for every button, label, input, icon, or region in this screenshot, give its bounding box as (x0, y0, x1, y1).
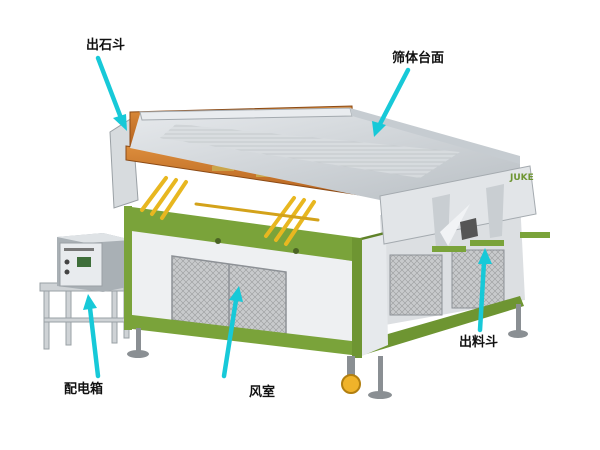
brand-mark: JUKE (509, 173, 534, 183)
arrow-sieve-deck (372, 67, 411, 137)
outlet-motor (460, 218, 478, 240)
control-box-display (77, 257, 91, 267)
label-stone-hopper: 出石斗 (86, 38, 126, 53)
label-outlet-hopper: 出料斗 (459, 335, 499, 350)
side-mesh-window-1 (389, 254, 443, 316)
frame-corner-post (352, 238, 362, 358)
control-box-stand (39, 282, 131, 350)
outlet-spouts (432, 232, 550, 252)
label-control-box: 配电箱 (64, 382, 104, 397)
callout-arrows (83, 55, 492, 379)
caster-wheel (341, 356, 361, 394)
arrow-outlet-hopper (477, 248, 492, 333)
side-mesh-window-2 (451, 249, 505, 309)
sieve-deck (109, 105, 520, 209)
spring-links (140, 176, 320, 246)
outlet-hopper-panel (379, 165, 537, 245)
label-air-chamber: 风室 (249, 385, 276, 400)
outlet-hoppers: JUKE (379, 165, 550, 252)
arrow-air-chamber (221, 286, 243, 379)
control-box (39, 233, 132, 350)
arrow-stone-hopper (95, 55, 127, 131)
feet (127, 304, 528, 399)
arrow-control-box (83, 294, 101, 379)
frame-band-upper (124, 206, 360, 262)
frame-band-lower (124, 314, 360, 356)
machine-body (124, 200, 525, 358)
leveling-foot (127, 304, 528, 399)
label-sieve-deck: 筛体台面 (392, 51, 445, 66)
